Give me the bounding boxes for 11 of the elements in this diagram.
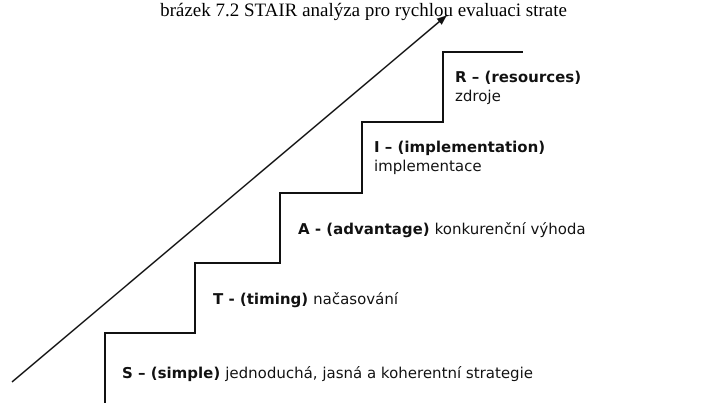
step-heading: A - (advantage) xyxy=(298,220,430,238)
step-heading: I – (implementation) xyxy=(374,138,546,157)
step-heading: R – (resources) xyxy=(455,68,582,87)
step-description: zdroje xyxy=(455,87,502,106)
figure-title: brázek 7.2 STAIR analýza pro rychlou evaluaci strate xyxy=(159,0,568,22)
step-description: jednoduchá, jasná a koherentní strategie xyxy=(225,364,533,382)
step-description: implementace xyxy=(374,157,483,176)
step-description: načasování xyxy=(313,290,398,308)
step-heading: S – (simple) xyxy=(122,364,220,382)
step-heading: T - (timing) xyxy=(213,290,308,308)
step-description: konkurenční výhoda xyxy=(434,220,586,238)
